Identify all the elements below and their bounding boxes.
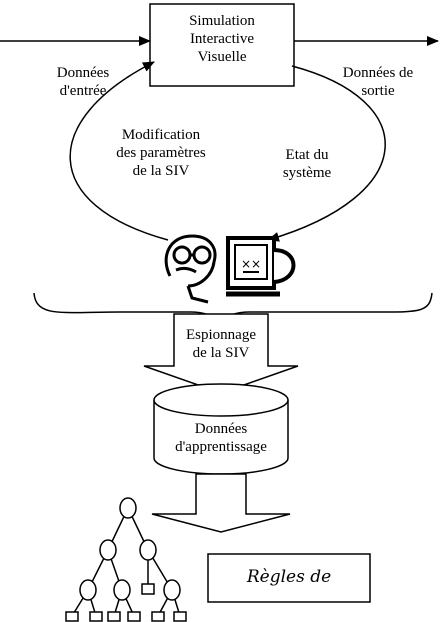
learning-arrow xyxy=(151,473,291,533)
parameter-modification-arrow xyxy=(69,61,169,241)
parameter-modification-line-2: des paramètres xyxy=(116,145,206,161)
output-data-label: Données de sortie xyxy=(318,64,438,100)
spying-line-2: de la SIV xyxy=(192,345,250,361)
system-state-line-2: système xyxy=(282,165,332,181)
input-data-line-1: Données xyxy=(56,65,110,81)
user-face-icon xyxy=(164,234,217,304)
svg-text:××: ×× xyxy=(241,257,261,271)
input-data-line-2: d'entrée xyxy=(59,83,107,99)
simulation-box xyxy=(149,3,295,87)
spying-arrow xyxy=(143,313,299,394)
rules-label: Règles de xyxy=(246,567,332,587)
parameter-modification-label: Modification des paramètres de la SIV xyxy=(96,126,226,180)
output-data-line-1: Données de xyxy=(342,65,414,81)
input-data-label: Données d'entrée xyxy=(28,64,138,100)
simulation-label: Simulation Interactive Visuelle xyxy=(150,12,294,66)
spying-label: Espionnage de la SIV xyxy=(174,326,268,362)
parameter-modification-line-1: Modification xyxy=(121,127,201,143)
simulation-line-3: Visuelle xyxy=(197,49,247,65)
learning-data-line-2: d'apprentissage xyxy=(175,439,267,455)
decision-tree-icon xyxy=(65,497,187,622)
computer-terminal-icon: ×× xyxy=(226,236,296,297)
learning-data-line-1: Données xyxy=(194,421,248,437)
output-data-line-2: sortie xyxy=(361,83,395,99)
learning-data-label: Données d'apprentissage xyxy=(154,420,288,456)
rules-box xyxy=(207,553,371,603)
system-state-label: Etat du système xyxy=(262,146,352,182)
spying-line-1: Espionnage xyxy=(186,327,256,343)
simulation-line-2: Interactive xyxy=(189,31,255,47)
simulation-line-1: Simulation xyxy=(189,13,255,29)
system-state-arrow xyxy=(267,65,386,242)
system-state-line-1: Etat du xyxy=(285,147,329,163)
parameter-modification-line-3: de la SIV xyxy=(132,163,190,179)
